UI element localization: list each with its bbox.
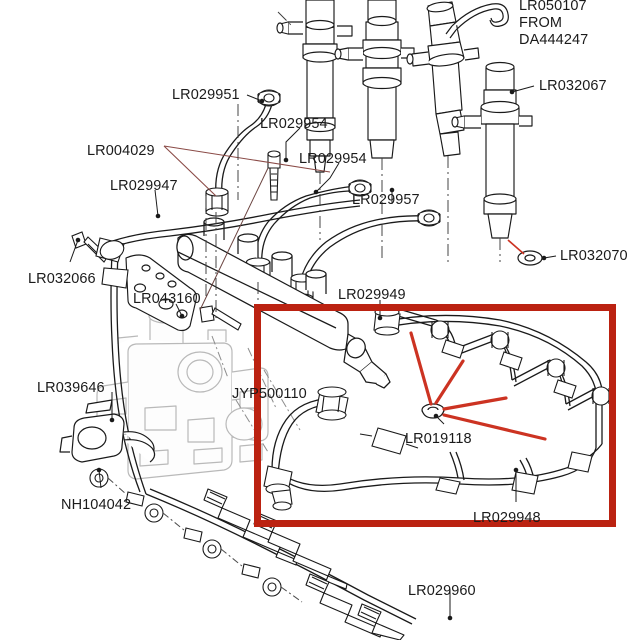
- label-lr029957: LR029957: [352, 192, 420, 208]
- red-leader-lines: [409, 331, 547, 441]
- rail-pressure-sensor: [343, 333, 391, 389]
- label-lr032066: LR032066: [28, 271, 96, 287]
- glow-plug-1: [203, 488, 298, 566]
- fuel-injector-1: [276, 0, 353, 173]
- washer-lr032070: [517, 250, 543, 266]
- bolt-lr043160-fastener: [199, 305, 242, 331]
- label-da444247: DA444247: [519, 32, 589, 48]
- leak-off-fittings: [263, 307, 611, 511]
- fuel-injector-2: [334, 0, 415, 159]
- label-from: FROM: [519, 15, 563, 31]
- label-lr032067: LR032067: [539, 78, 607, 94]
- bolt-lr004029: [267, 150, 281, 201]
- retainer-clip-lr050107: [445, 3, 509, 39]
- glow-plug-group: [203, 488, 405, 640]
- fuel-injector-3: [406, 1, 480, 157]
- label-lr029949: LR029949: [338, 287, 406, 303]
- leader-dot-group: [75, 89, 547, 621]
- leader-line-group: [69, 85, 557, 618]
- harness-nut-group: [89, 468, 282, 597]
- label-lr029951: LR029951: [172, 87, 240, 103]
- label-lr029954-upper: LR029954: [260, 116, 328, 132]
- label-lr039646: LR039646: [37, 380, 105, 396]
- label-lr029948: LR029948: [473, 510, 541, 526]
- seal-washer-lr019118: [421, 403, 445, 419]
- sensor-lr039646: [59, 399, 156, 463]
- label-lr004029: LR004029: [87, 143, 155, 159]
- feed-pipe-collar: [95, 237, 129, 289]
- fuel-injector-group: [276, 0, 533, 239]
- highlight-box: [254, 304, 616, 527]
- fuel-injector-4: [451, 61, 533, 239]
- label-lr029960: LR029960: [408, 583, 476, 599]
- feed-pipe-lr029947: [103, 199, 361, 495]
- glow-plug-4: [357, 603, 405, 640]
- alignment-axis-group: [205, 11, 501, 336]
- label-lr043160: LR043160: [133, 291, 201, 307]
- leader-lr004029: [163, 145, 331, 311]
- label-nh104042: NH104042: [61, 497, 132, 513]
- fuel-rail: [176, 217, 391, 389]
- label-lr032070: LR032070: [560, 248, 628, 264]
- label-jyp500110: JYP500110: [232, 386, 307, 402]
- label-lr050107: LR050107: [519, 0, 587, 14]
- label-lr019118: LR019118: [405, 431, 472, 447]
- label-lr029954-lower: LR029954: [299, 151, 367, 167]
- label-lr029947: LR029947: [110, 178, 178, 194]
